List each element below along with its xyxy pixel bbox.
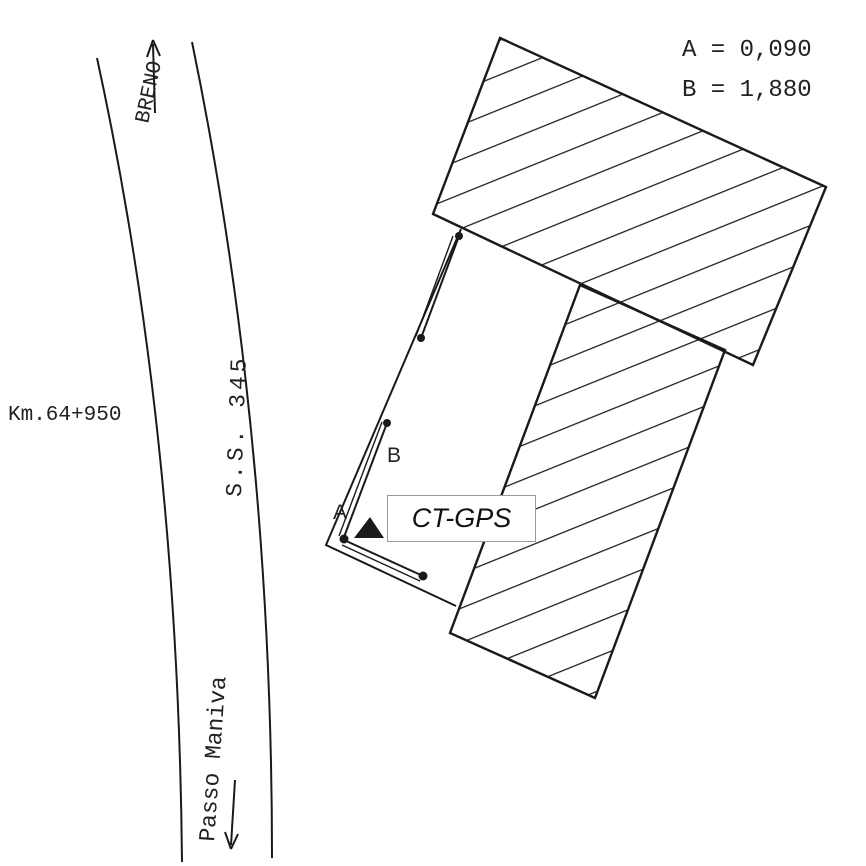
kilometer-label: Km.64+950 xyxy=(8,404,121,427)
station-label: CT-GPS xyxy=(387,495,536,542)
direction-maniva-label: Passo Maniva xyxy=(195,675,233,842)
point-b-label: B xyxy=(387,444,401,467)
road-name-label: S.S. 345 xyxy=(222,354,253,497)
measure-bar-a xyxy=(339,534,428,582)
measure-bar-b xyxy=(338,419,391,538)
legend-b: B = 1,880 xyxy=(682,77,812,104)
arrow-up-icon xyxy=(146,39,161,114)
point-a-label: A xyxy=(333,501,347,524)
legend-a: A = 0,090 xyxy=(682,37,812,64)
direction-breno-label: BRENO xyxy=(132,59,168,125)
building-upper xyxy=(431,36,828,367)
road-edge-left xyxy=(96,57,183,863)
road-edge-right xyxy=(191,41,273,859)
building-lower xyxy=(448,283,727,700)
triangle-marker-icon xyxy=(354,517,384,538)
arrow-down-icon xyxy=(224,779,239,850)
measure-bar-upper xyxy=(415,232,463,342)
